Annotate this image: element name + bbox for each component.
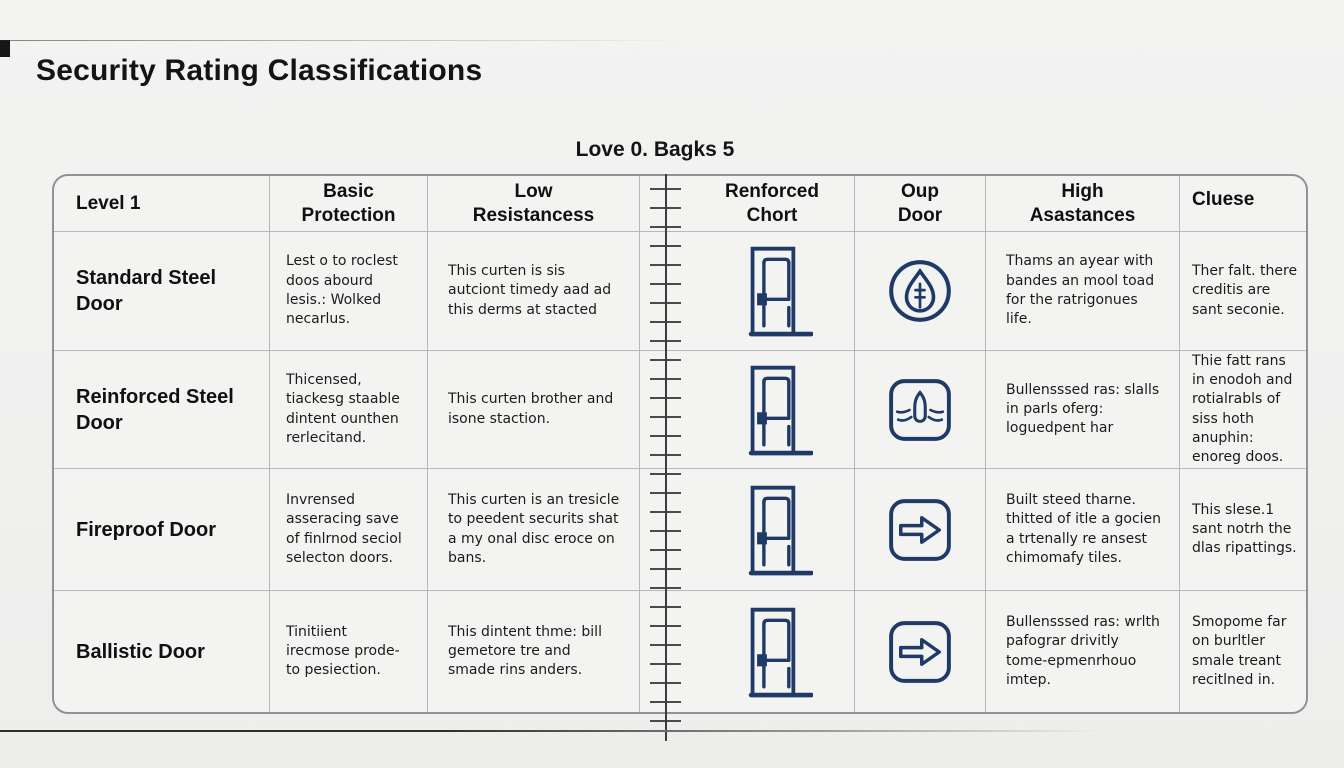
column-header-low-resistance: Low Resistancess	[428, 176, 640, 232]
badge-cell	[855, 469, 986, 591]
column-header-basic-protection: Basic Protection	[270, 176, 428, 232]
basic-protection-cell: Tinitiient irecmose prode-to pesiection.	[270, 591, 428, 712]
ruler-line	[665, 174, 667, 741]
column-header-reinforced-chort: Renforced Chort	[640, 176, 855, 232]
arrow-right-square-icon	[889, 498, 951, 561]
low-resistance-cell: This curten is sis autciont timedy aad a…	[428, 232, 640, 351]
column-header-level: Level 1	[54, 176, 270, 232]
security-rating-table: Level 1 Basic Protection Low Resistances…	[52, 174, 1308, 714]
low-resistance-cell: This curten brother and isone staction.	[428, 351, 640, 469]
door-outline-icon	[745, 244, 813, 338]
page-subtitle: Love 0. Bagks 5	[575, 138, 735, 161]
badge-cell	[855, 591, 986, 712]
arrow-right-square-icon	[889, 620, 951, 683]
cluese-cell: Ther falt. there creditis are sant secon…	[1180, 232, 1306, 351]
row-label-reinforced-steel-door: Reinforced Steel Door	[54, 351, 270, 469]
column-header-oup-door: Oup Door	[855, 176, 986, 232]
edge-artifact-line	[0, 40, 690, 41]
door-outline-icon	[745, 363, 813, 457]
drop-in-circle-icon	[884, 255, 956, 327]
basic-protection-cell: Invrensed asseracing save of finlrnod se…	[270, 469, 428, 591]
basic-protection-cell: Thicensed, tiackesg staable dintent ount…	[270, 351, 428, 469]
row-label-fireproof-door: Fireproof Door	[54, 469, 270, 591]
page-title: Security Rating Classifications	[36, 54, 483, 87]
low-resistance-cell: This curten is an tresicle to peedent se…	[428, 469, 640, 591]
high-assistance-cell: Bullensssed ras: wrlth pafograr drivitly…	[986, 591, 1180, 712]
basic-protection-cell: Lest o to roclest doos abourd lesis.: Wo…	[270, 232, 428, 351]
baseline-rule	[0, 730, 1100, 732]
cluese-cell: This slese.1 sant notrh the dlas ripatti…	[1180, 469, 1306, 591]
door-outline-icon	[745, 483, 813, 577]
low-resistance-cell: This dintent thme: bill gemetore tre and…	[428, 591, 640, 712]
door-outline-icon	[745, 605, 813, 699]
bullet-speed-square-icon	[889, 378, 951, 441]
badge-cell	[855, 232, 986, 351]
door-cell	[640, 469, 855, 591]
door-cell	[640, 591, 855, 712]
cluese-cell: Thie fatt rans in enodoh and rotialrabls…	[1180, 351, 1306, 469]
column-header-cluese: Cluese	[1180, 176, 1306, 232]
edge-artifact	[0, 40, 10, 57]
cluese-cell: Smopome far on burltler smale treant rec…	[1192, 613, 1287, 688]
row-label-standard-steel-door: Standard Steel Door	[54, 232, 270, 351]
high-assistance-cell: Bullensssed ras: slalls in parls oferg: …	[986, 351, 1180, 469]
door-cell	[640, 351, 855, 469]
high-assistance-cell: Thams an ayear with bandes an mool toad …	[986, 232, 1180, 351]
badge-cell	[855, 351, 986, 469]
row-label-ballistic-door: Ballistic Door	[54, 591, 270, 712]
column-header-high-assistances: High Asastances	[986, 176, 1180, 232]
high-assistance-cell: Built steed tharne. thitted of itle a go…	[986, 469, 1180, 591]
door-cell	[640, 232, 855, 351]
